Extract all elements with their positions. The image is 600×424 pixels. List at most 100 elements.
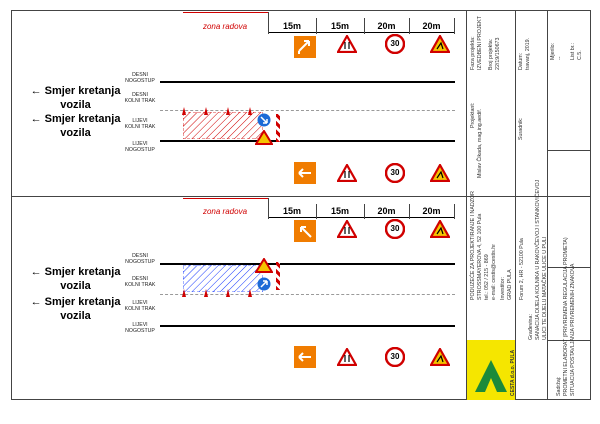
- traffic-cones: [182, 289, 252, 297]
- lane-label: LIJEVI KOLNI TRAK: [124, 118, 156, 130]
- tick: [268, 198, 269, 219]
- faza-label: Faza projekta:: [470, 36, 476, 70]
- distance-label: 15m: [330, 21, 349, 31]
- tb-row-line: [547, 150, 591, 151]
- tick: [316, 18, 317, 34]
- narrowing-road-icon: [337, 164, 357, 182]
- drawing-sheet: [11, 10, 591, 400]
- sadrzaj-label: Sadržaj:: [556, 376, 562, 396]
- investitor-line: GRAD PULA: [507, 269, 513, 300]
- distance-label: 15m: [282, 206, 301, 216]
- curb-line: [160, 263, 455, 265]
- roadworks-icon: [430, 348, 450, 366]
- direction-label-1: ← Smjer kretanja vozila: [30, 85, 121, 111]
- panel-divider: [11, 196, 591, 197]
- lane-label: DESNI KOLNI TRAK: [124, 276, 156, 288]
- speed-limit-icon: [385, 34, 405, 54]
- tb-row-line: [547, 340, 591, 341]
- distance-dimension-line: [268, 32, 454, 33]
- tb-row-line: [547, 267, 591, 268]
- faza-value: IZVEDBENI PROJEKT: [477, 16, 483, 70]
- speed-limit-value: 30: [390, 168, 400, 177]
- zone-label: zona radova: [202, 22, 248, 31]
- narrowing-road-icon: [337, 348, 357, 366]
- lane-label: LIJEVI NOGOSTUP: [125, 322, 155, 334]
- narrowing-road-icon: [337, 35, 357, 53]
- lane-label: LIJEVI KOLNI TRAK: [124, 300, 156, 312]
- speed-limit-value: 30: [390, 224, 400, 233]
- speed-limit-value: 30: [390, 39, 400, 48]
- title-block-divider: [547, 10, 548, 400]
- distance-label: 20m: [377, 21, 396, 31]
- company-line: tel.: 052 / 215 - 869: [484, 254, 490, 300]
- suradnik-label: Suradnik:: [518, 117, 524, 140]
- datum-label: Datum:: [518, 52, 524, 70]
- detour-arrow-sign: [294, 346, 316, 368]
- lane-label: DESNI KOLNI TRAK: [124, 92, 156, 104]
- title-block-divider: [515, 10, 516, 400]
- distance-label: 15m: [330, 206, 349, 216]
- speed-limit-icon: [385, 219, 405, 239]
- roadworks-icon: [255, 258, 273, 273]
- tick: [454, 204, 455, 219]
- direction-label-2: ← Smjer kretanja vozila: [30, 113, 121, 139]
- work-zone-hatch: [183, 265, 263, 292]
- distance-label: 20m: [422, 21, 441, 31]
- distance-dimension-line: [268, 217, 454, 218]
- projektant-label: Projektant:: [470, 102, 476, 128]
- distance-label: 20m: [422, 206, 441, 216]
- distance-label: 20m: [377, 206, 396, 216]
- list-value: C.5.: [577, 50, 583, 60]
- center-line: [160, 110, 455, 111]
- title-block-border: [466, 10, 467, 400]
- keep-left-icon: [257, 113, 271, 127]
- lane-label: DESNI NOGOSTUP: [125, 72, 155, 84]
- keep-left-icon: [257, 277, 271, 291]
- list-label: List br.:: [570, 42, 576, 60]
- sadrzaj-line: SITUACIJA POSTAVLJANJA PRIVREMENIH ZNAKO…: [570, 263, 576, 396]
- roadworks-icon: [430, 220, 450, 238]
- zone-label: zona radova: [202, 207, 248, 216]
- datum-value: travanj, 2019.: [525, 37, 531, 70]
- direction-label-2: ← Smjer kretanja vozila: [30, 296, 121, 322]
- barrier-panel: [276, 262, 280, 290]
- curb-line: [160, 81, 455, 83]
- tick: [364, 204, 365, 219]
- speed-limit-icon: [385, 163, 405, 183]
- investitor-label: Investitor:: [500, 277, 506, 300]
- broj-label: Broj projekta:: [488, 38, 494, 70]
- work-zone-hatch: [183, 112, 263, 139]
- detour-arrow-sign: [294, 162, 316, 184]
- narrowing-road-icon: [337, 220, 357, 238]
- distance-label: 15m: [282, 21, 301, 31]
- tick: [364, 18, 365, 34]
- curb-line: [160, 325, 455, 327]
- detour-arrow-sign: [294, 220, 316, 242]
- barrier-panel: [276, 114, 280, 142]
- gradevina-line: ULICI TE DIJELU MATAČKE ULICE U PULI: [542, 236, 548, 340]
- roadworks-icon: [255, 130, 273, 145]
- tick: [409, 18, 410, 34]
- curb-line: [160, 140, 455, 142]
- direction-label-1: ← Smjer kretanja vozila: [30, 266, 121, 292]
- traffic-cones: [182, 107, 252, 115]
- tick: [316, 204, 317, 219]
- gradevina-line: SANACIJA DIJELA KOLNIKA U RAKOVČEVOJ I S…: [535, 179, 541, 340]
- tb-row-line: [547, 196, 591, 197]
- tick: [268, 12, 269, 34]
- center-line: [160, 294, 455, 295]
- company-line: PODUZEĆE ZA PROJEKTIRANJE I NADZOR: [470, 191, 476, 300]
- zone-dimension-line: [183, 198, 268, 199]
- investitor-line: Forum 2, HR - 52100 Pula: [519, 238, 525, 300]
- lane-label: DESNI NOGOSTUP: [125, 253, 155, 265]
- mjerilo-value: --: [557, 56, 563, 60]
- detour-arrow-sign: [294, 36, 316, 58]
- zone-dimension-line: [183, 12, 268, 13]
- broj-value: 22/19/150673: [495, 37, 501, 70]
- tick: [409, 204, 410, 219]
- speed-limit-icon: [385, 347, 405, 367]
- company-line: STROSSMAYEROVA 4, 52 100 Pula: [477, 213, 483, 300]
- tick: [454, 18, 455, 34]
- sadrzaj-line: PROMETNI ELABORAT (PRIVREMENA REGULACIJA…: [563, 237, 569, 396]
- roadworks-icon: [430, 164, 450, 182]
